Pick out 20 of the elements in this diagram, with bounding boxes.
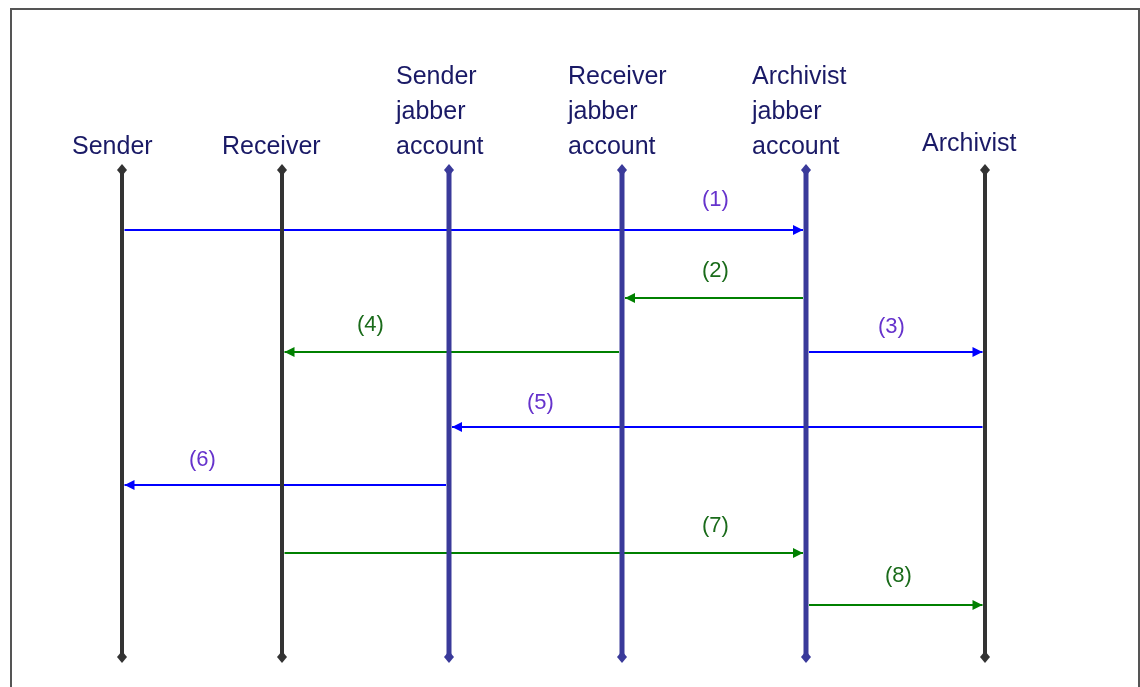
message-arrow — [808, 347, 984, 357]
participant-label: Sender jabber account — [396, 60, 485, 161]
lifeline — [616, 164, 628, 663]
message-arrow — [283, 548, 804, 558]
lifeline — [443, 164, 455, 663]
message-arrow — [624, 293, 804, 303]
message-arrow — [123, 480, 447, 490]
participant-label: Archivist — [922, 127, 1018, 158]
message-arrow — [283, 347, 620, 357]
message-arrow — [123, 225, 804, 235]
lifeline — [979, 164, 991, 663]
participant-label: Archivist jabber account — [752, 60, 848, 161]
lifeline — [116, 164, 128, 663]
participant-label: Receiver jabber account — [568, 60, 668, 161]
lifeline — [276, 164, 288, 663]
message-arrow — [451, 422, 984, 432]
participant-label: Receiver — [222, 130, 322, 161]
lifeline — [800, 164, 812, 663]
participant-label: Sender — [72, 130, 154, 161]
message-arrow — [808, 600, 984, 610]
